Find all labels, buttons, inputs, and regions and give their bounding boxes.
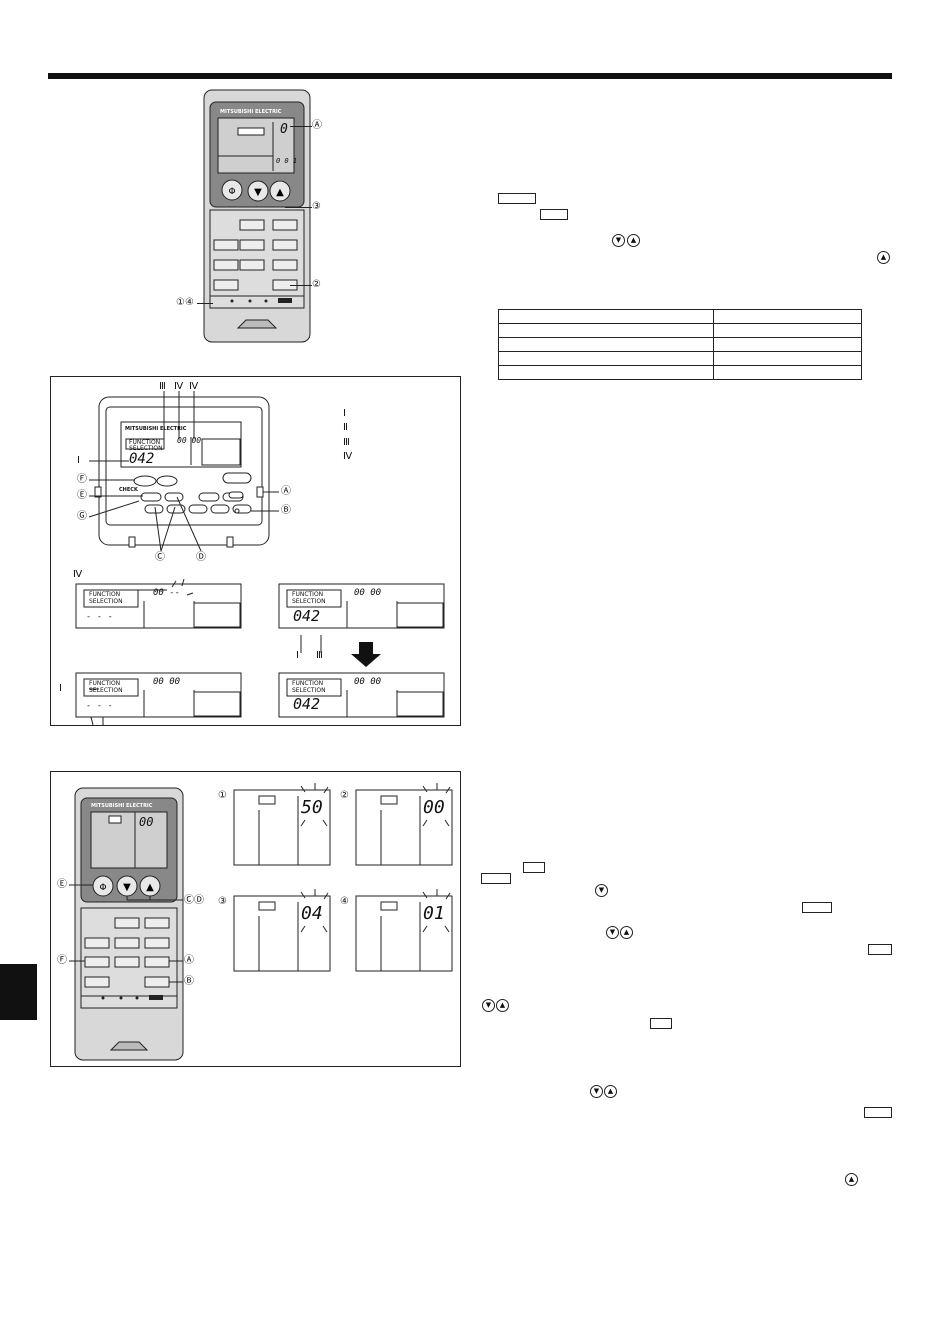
key-box-3: [523, 862, 545, 873]
key-box-8: [864, 1107, 892, 1118]
wired-legend-2: Ⅱ: [343, 422, 348, 433]
svg-text:▲: ▲: [276, 187, 284, 198]
wireless-display: 00: [139, 815, 154, 829]
panel2-title-2: SELECTION: [292, 598, 326, 605]
wired-function-label-1: FUNCTION: [129, 439, 161, 446]
wired-label-F: Ⓕ: [77, 474, 87, 485]
up-button-icon: ▲: [627, 234, 640, 247]
panel1-time: 00 --: [153, 588, 181, 598]
wired-top-marker-4b: Ⅳ: [189, 381, 199, 392]
panel2-marker-3: Ⅲ: [316, 650, 323, 661]
top-rule: [48, 73, 892, 79]
wireless-label-B: Ⓑ: [184, 976, 194, 987]
up-button-icon-6: ▲: [845, 1173, 858, 1186]
key-box-2: [540, 209, 568, 220]
wired-legend-4: Ⅳ: [343, 451, 353, 462]
svg-text:▼: ▼: [254, 187, 262, 198]
wired-top-marker-4a: Ⅳ: [174, 381, 184, 392]
up-button-icon-3: ▲: [620, 926, 633, 939]
wired-remote-figure: MITSUBISHI ELECTRIC 042 00 00 FUNCTION S…: [50, 376, 461, 726]
top-remote-leader-14: [197, 303, 213, 304]
top-remote-illustration: ▼ ▲ Φ MITSUBISHI ELECTRIC 0 0 0 1: [180, 88, 340, 343]
panel2-title-1: FUNCTION: [292, 591, 324, 598]
top-remote-label-A: Ⓐ: [312, 120, 322, 131]
panel3-title-2: SELECTION: [89, 687, 123, 694]
wireless-label-F: Ⓕ: [57, 955, 67, 966]
panel1-title-1: FUNCTION: [89, 591, 121, 598]
down-button-icon-4: ▼: [482, 999, 495, 1012]
wireless-remote-figure: Φ ▼ ▲: [50, 771, 461, 1067]
wired-function-label-2: SELECTION: [129, 445, 163, 452]
key-box-1: [498, 193, 536, 204]
key-box-7: [650, 1018, 672, 1029]
wired-label-E: Ⓔ: [77, 490, 87, 501]
top-remote-brand: MITSUBISHI ELECTRIC: [220, 109, 282, 115]
panel2-time: 00 00: [354, 588, 382, 598]
top-remote-label-14: ①④: [176, 297, 194, 308]
wired-legend-1: Ⅰ: [343, 408, 346, 419]
svg-text:▼: ▼: [123, 882, 131, 893]
key-box-5: [802, 902, 832, 913]
wired-label-C: Ⓒ: [155, 552, 165, 563]
function-table: [498, 309, 862, 380]
panel1-marker: Ⅳ: [73, 569, 83, 580]
wired-label-A: Ⓐ: [281, 486, 291, 497]
top-remote-small-digits: 0 0 1: [276, 157, 298, 165]
side-tab: [0, 964, 37, 1020]
wired-display-time: 00 00: [177, 436, 202, 445]
down-button-icon: ▼: [612, 234, 625, 247]
step4-value: 01: [423, 903, 445, 924]
svg-text:Φ: Φ: [99, 883, 106, 893]
wired-label-G: Ⓖ: [77, 511, 87, 522]
step2-number: ②: [340, 790, 349, 801]
step3-value: 04: [301, 903, 323, 924]
key-box-6: [868, 944, 892, 955]
wireless-label-E: Ⓔ: [57, 879, 67, 890]
panel1-title-2: SELECTION: [89, 598, 123, 605]
down-button-icon-5: ▼: [590, 1085, 603, 1098]
panel4-title-1: FUNCTION: [292, 680, 324, 687]
wired-display-code: 042: [129, 451, 155, 467]
up-button-icon-4: ▲: [496, 999, 509, 1012]
up-button-icon-5: ▲: [604, 1085, 617, 1098]
wired-brand: MITSUBISHI ELECTRIC: [125, 426, 187, 432]
step4-number: ④: [340, 896, 349, 907]
panel3-marker: Ⅰ: [59, 683, 62, 694]
wired-label-B: Ⓑ: [281, 505, 291, 516]
wired-label-D: Ⓓ: [196, 552, 206, 563]
step2-value: 00: [423, 797, 445, 818]
panel3-time: 00 00: [153, 677, 181, 687]
top-remote-digit: 0: [280, 122, 288, 137]
down-button-icon-2: ▼: [595, 884, 608, 897]
key-box-4: [481, 873, 511, 884]
top-remote-label-3: ③: [312, 201, 321, 212]
step1-number: ①: [218, 790, 227, 801]
down-button-icon-3: ▼: [606, 926, 619, 939]
panel4-code: 042: [293, 695, 321, 713]
panel3-title-1: FUNCTION: [89, 680, 121, 687]
panel2-marker-1: Ⅰ: [296, 650, 299, 661]
svg-text:Φ: Φ: [228, 187, 235, 197]
wireless-label-A: Ⓐ: [184, 955, 194, 966]
panel4-title-2: SELECTION: [292, 687, 326, 694]
panel2-code: 042: [293, 607, 321, 625]
top-remote-leader-A: [290, 126, 312, 127]
wired-top-marker-3: Ⅲ: [159, 381, 166, 392]
wired-check-label: CHECK: [119, 487, 138, 493]
top-remote-leader-2: [290, 285, 312, 286]
step3-number: ③: [218, 896, 227, 907]
svg-text:▲: ▲: [146, 882, 154, 893]
top-remote-label-2: ②: [312, 279, 321, 290]
wireless-label-CD: ⒸⒹ: [184, 895, 204, 906]
up-button-icon-right: ▲: [877, 251, 890, 264]
panel1-code: - - -: [86, 612, 114, 622]
step1-value: 50: [301, 797, 323, 818]
wireless-brand: MITSUBISHI ELECTRIC: [91, 803, 153, 809]
wired-label-I: Ⅰ: [77, 455, 80, 466]
panel4-time: 00 00: [354, 677, 382, 687]
wired-legend-3: Ⅲ: [343, 437, 350, 448]
top-remote-leader-3: [285, 207, 312, 208]
panel3-code: - - -: [86, 701, 114, 711]
